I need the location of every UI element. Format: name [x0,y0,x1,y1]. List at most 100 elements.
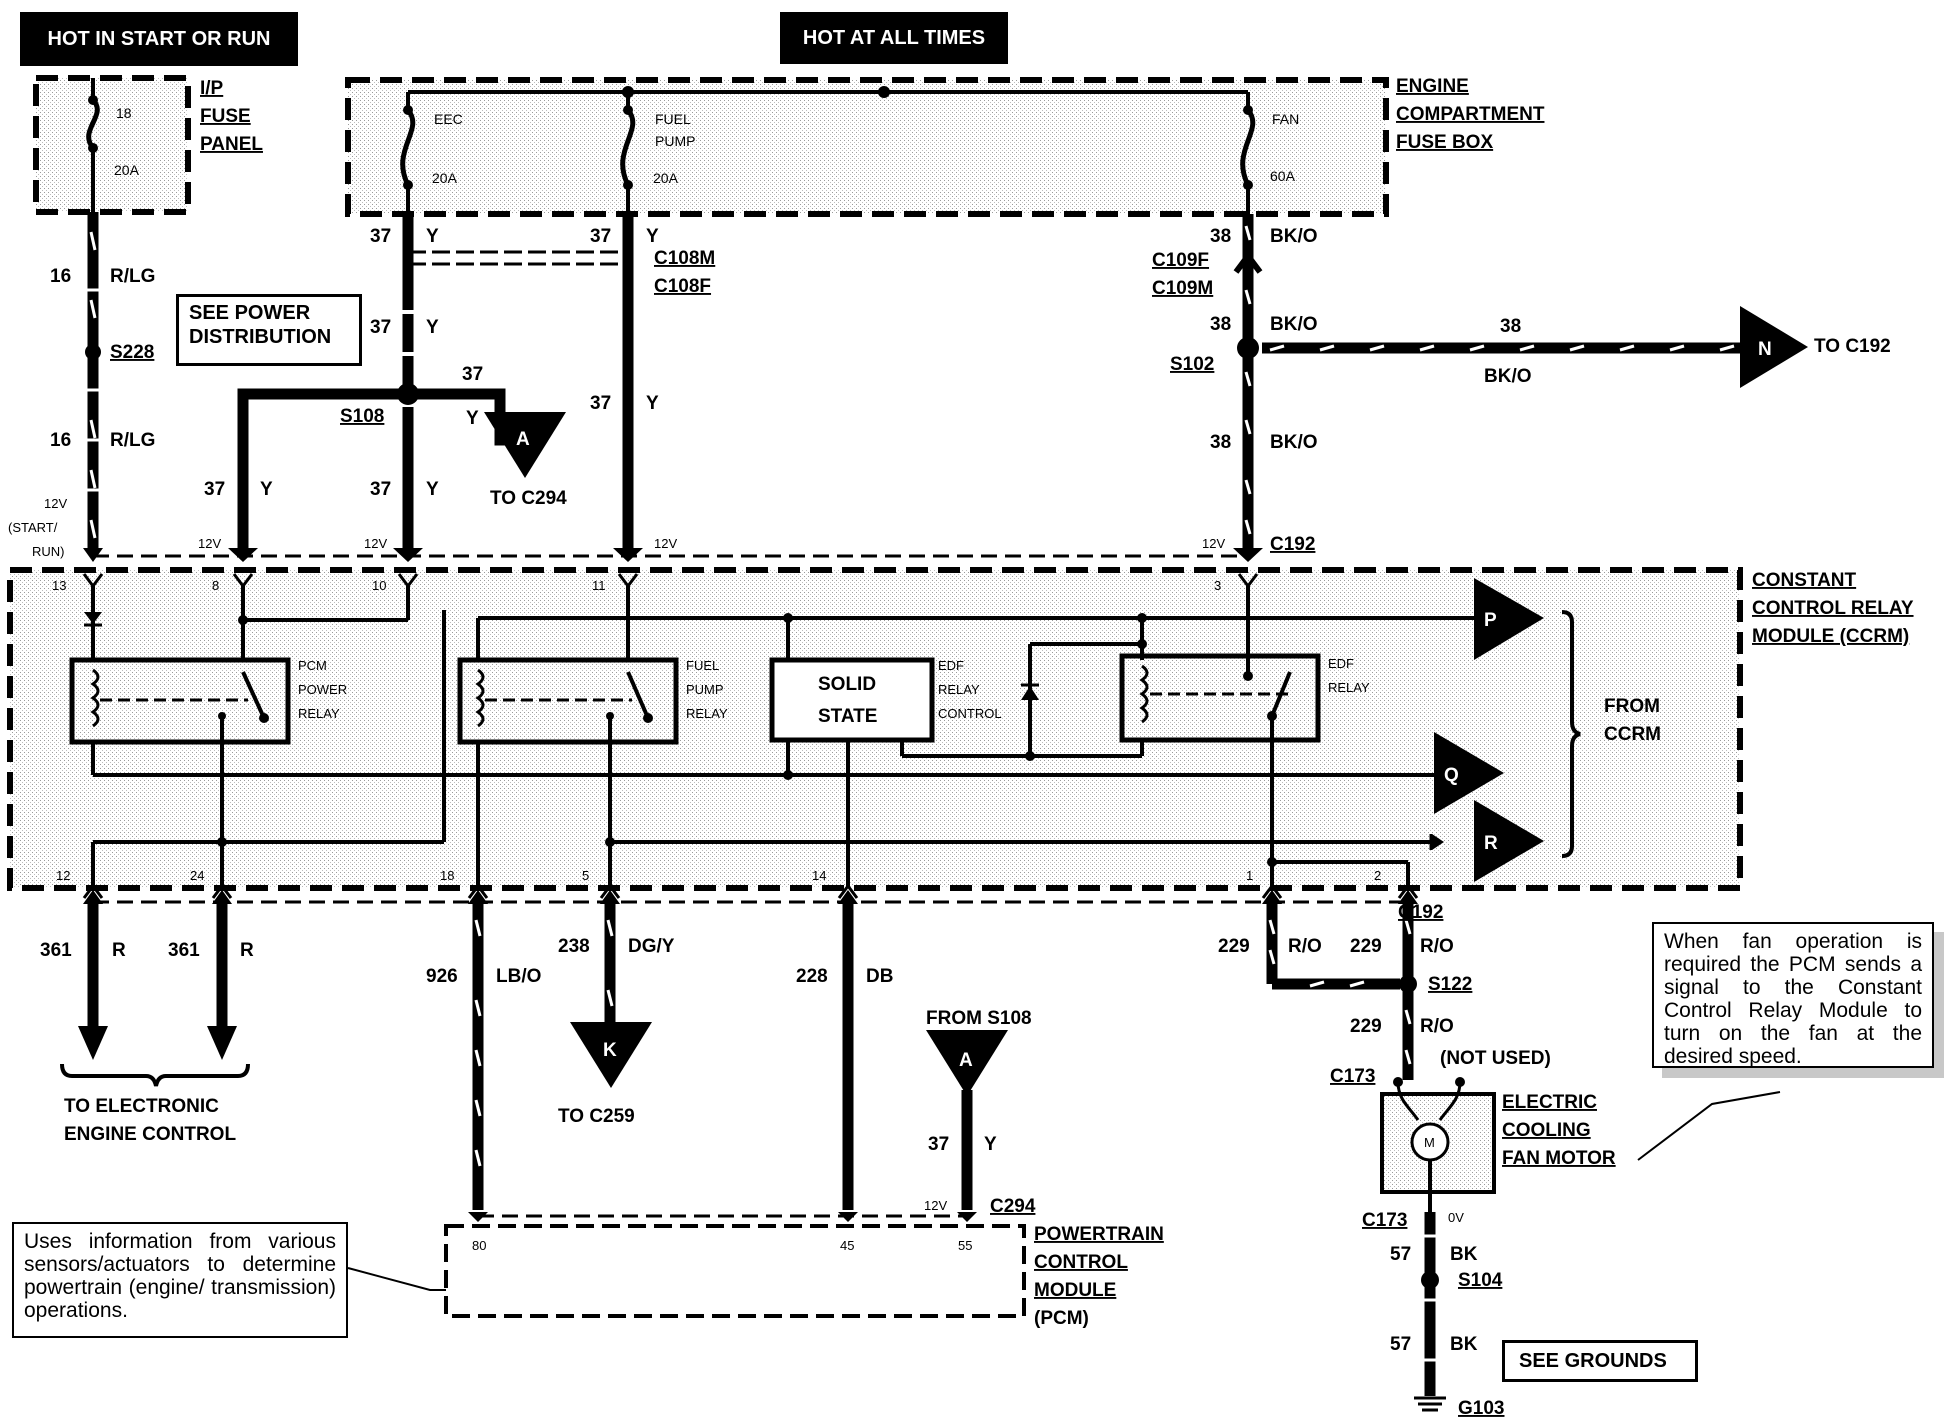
to-electronic-engine-control: TO ELECTRONIC [64,1096,219,1117]
splice-s102: S102 [1170,354,1214,375]
wire-color: Y [426,317,439,338]
wire-circuit-number: 37 [590,226,611,247]
voltage-label: 12V [1202,536,1225,551]
off-page-letter: K [603,1040,617,1061]
off-page-connector-k: K [570,1022,652,1088]
wire-circuit-number: 37 [462,364,483,385]
wire-color: Y [466,408,479,429]
diode-icon [84,612,102,624]
wire-color: R [112,940,126,961]
ip-fuse-panel-label: FUSE [200,106,251,127]
ccrm-label: MODULE (CCRM) [1752,626,1909,647]
circuit-38-wire [1233,214,1760,562]
splice-s104: S104 [1458,1270,1503,1291]
circuit-57-wire [1414,1212,1446,1412]
ip-fuse-panel-label: PANEL [200,134,263,155]
fuse-rating-fan: 60A [1270,168,1296,184]
pcm-module: 80 45 55 [444,1224,1026,1318]
hot-at-all-times-banner: HOT AT ALL TIMES [780,12,1008,64]
wire-circuit-number: 229 [1350,936,1382,957]
voltage-label: 12V [654,536,677,551]
diode-icon [1021,686,1039,700]
connector-c108m: C108M [654,248,715,269]
solid-state-label: SOLID [818,674,876,695]
fan-motor-label: COOLING [1502,1120,1591,1141]
see-power-distribution-line: SEE POWER [189,302,311,324]
splice-s108: S108 [340,406,384,427]
fuse-name-eec: EEC [434,111,463,127]
see-grounds-box[interactable]: SEE GROUNDS [1502,1340,1698,1382]
voltage-label: 12V [364,536,387,551]
voltage-label: 12V [924,1198,947,1213]
ground-icon [1414,1396,1446,1412]
wire-color: Y [646,226,659,247]
wire-circuit-number: 361 [40,940,72,961]
electric-cooling-fan-motor: M [1380,1077,1496,1212]
engine-fuse-box-label: COMPARTMENT [1396,104,1545,125]
splice-s228-dot [85,344,101,360]
wire-circuit-number: 16 [50,266,71,287]
motor-symbol: M [1424,1135,1435,1150]
wire-circuit-number: 37 [204,479,225,500]
wire-circuit-number: 238 [558,936,590,957]
ccrm-pin: 3 [1214,578,1221,593]
wire-circuit-number: 37 [370,317,391,338]
fuse-name-fuel-pump: FUEL [655,111,691,127]
off-page-connector-a-out: A [484,412,566,478]
see-power-distribution-box[interactable]: SEE POWER DISTRIBUTION [176,294,362,366]
connector-c173-bottom: C173 [1362,1210,1407,1231]
wire-color: BK/O [1270,432,1318,453]
off-page-connector-n: N [1740,306,1808,388]
to-electronic-engine-control: ENGINE CONTROL [64,1124,236,1145]
wire-circuit-number: 38 [1500,316,1521,337]
fuel-pump-relay-label: PUMP [686,682,724,697]
voltage-start-run: 12V [44,496,67,511]
fan-motor-label: FAN MOTOR [1502,1148,1616,1169]
brace-icon [60,1063,250,1087]
ccrm-pin: 8 [212,578,219,593]
off-page-letter: N [1758,339,1772,360]
wire-circuit-number: 38 [1210,432,1231,453]
wire-circuit-number: 38 [1210,314,1231,335]
pcm-label: (PCM) [1034,1308,1089,1329]
wire-circuit-number: 16 [50,430,71,451]
connector-c108f: C108F [654,276,711,297]
fuse-rating-eec: 20A [432,170,458,186]
splice-s102-dot [1237,337,1259,359]
connector-c192-bottom: C192 [1398,902,1443,923]
connector-c294: C294 [990,1196,1036,1217]
solid-state-block: SOLID STATE [769,657,935,743]
engine-fuse-box-label: ENGINE [1396,76,1469,97]
ip-fuse-rating: 20A [114,162,140,178]
wire-circuit-number: 229 [1218,936,1250,957]
wire-circuit-number: 57 [1390,1244,1411,1265]
fan-operation-note: When fan operation is required the PCM s… [1652,922,1934,1068]
brace-icon [1561,610,1581,858]
wire-color: R/O [1288,936,1322,957]
fuel-pump-relay-label: FUEL [686,658,719,673]
output-q: Q [1434,732,1504,814]
circuit-926-wire [468,890,488,1222]
ip-fuse-panel-label: I/P [200,78,224,99]
pcm-pin: 80 [472,1238,486,1253]
wire-circuit-number: 926 [426,966,458,987]
circuit-229-wire [1262,890,1418,1080]
output-letter: Q [1444,765,1459,786]
ccrm-module: 13 8 10 11 3 [7,567,1743,899]
wire-color: DB [866,966,893,987]
solid-state-label: STATE [818,706,877,727]
connector-c173-top: C173 [1330,1066,1375,1087]
circuit-37-fuel-pump-wire [613,214,643,562]
ccrm-label: CONTROL RELAY [1752,598,1914,619]
fuse-name-fuel-pump: PUMP [655,133,695,149]
fuse-icon [1240,108,1256,187]
edf-relay-label: RELAY [1328,680,1370,695]
ground-g103: G103 [1458,1398,1504,1419]
engine-compartment-fuse-box: EEC 20A FUEL PUMP 20A FAN 60A ENGINE COM… [345,76,1545,217]
ip-fuse-panel: 18 20A I/P FUSE PANEL [33,75,263,215]
ccrm-pin: 12 [56,868,70,883]
pcm-power-relay [69,657,291,745]
wire-circuit-number: 38 [1210,226,1231,247]
edf-relay-control-label: CONTROL [938,706,1002,721]
